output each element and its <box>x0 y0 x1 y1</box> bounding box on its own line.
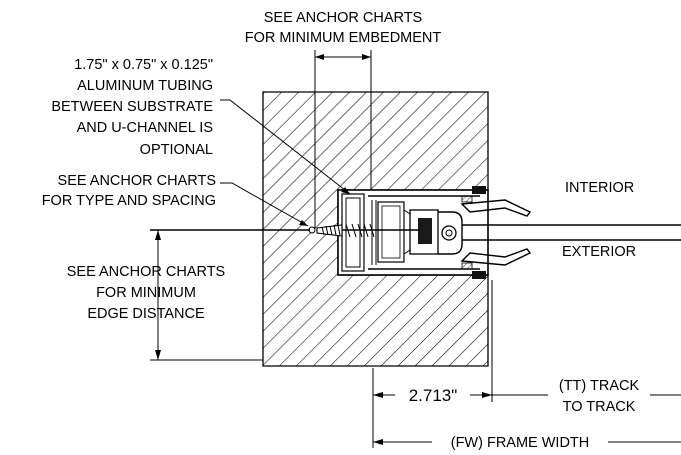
bottom-dimensions <box>372 280 681 448</box>
tubing-line-3: BETWEEN SUBSTRATE <box>51 99 213 115</box>
edge-distance-line-3: EDGE DISTANCE <box>87 306 205 322</box>
interior-label: INTERIOR <box>565 180 634 196</box>
label-min-embedment: SEE ANCHOR CHARTS FOR MINIMUM EMBEDMENT <box>245 10 442 46</box>
tubing-line-1: 1.75" x 0.75" x 0.125" <box>74 57 213 73</box>
frame-width-label: (FW) FRAME WIDTH <box>451 435 590 451</box>
label-edge-distance: SEE ANCHOR CHARTS FOR MINIMUM EDGE DISTA… <box>67 264 225 322</box>
embedment-dimension <box>314 50 372 228</box>
edge-distance-line-1: SEE ANCHOR CHARTS <box>67 264 225 280</box>
min-embedment-line-2: FOR MINIMUM EMBEDMENT <box>245 30 442 46</box>
track-to-track-line-1: (TT) TRACK <box>559 378 640 394</box>
anchor-screw <box>308 223 420 238</box>
min-embedment-line-1: SEE ANCHOR CHARTS <box>264 10 422 26</box>
type-spacing-line-1: SEE ANCHOR CHARTS <box>58 173 216 189</box>
leader-lines <box>220 99 351 227</box>
edge-distance-line-2: FOR MINIMUM <box>96 285 196 301</box>
tubing-line-5: OPTIONAL <box>140 142 213 158</box>
offset-dimension-value: 2.713" <box>409 386 458 405</box>
type-spacing-line-2: FOR TYPE AND SPACING <box>42 193 216 209</box>
label-type-spacing: SEE ANCHOR CHARTS FOR TYPE AND SPACING <box>42 173 216 209</box>
label-track-to-track: (TT) TRACK TO TRACK <box>559 378 640 415</box>
tubing-line-2: ALUMINUM TUBING <box>77 78 213 94</box>
label-tubing: 1.75" x 0.75" x 0.125" ALUMINUM TUBING B… <box>51 57 213 158</box>
exterior-label: EXTERIOR <box>562 244 636 260</box>
track-to-track-line-2: TO TRACK <box>563 399 636 415</box>
edge-distance-dimension <box>150 230 263 361</box>
panel-fins <box>460 199 681 266</box>
tubing-line-4: AND U-CHANNEL IS <box>77 120 213 136</box>
